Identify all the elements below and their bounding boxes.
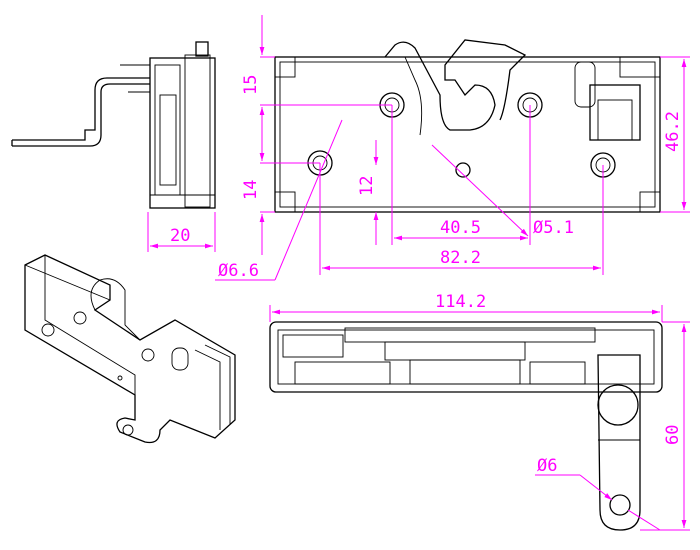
side-view xyxy=(11,41,216,209)
dim-side-depth: 20 xyxy=(147,212,216,252)
isometric-view xyxy=(24,254,236,444)
dim-label-small-hole-diameter: Ø5.1 xyxy=(533,218,574,238)
dim-label-bracket-height: 60 xyxy=(663,425,683,445)
bottom-view xyxy=(269,321,663,531)
bottom-dimensions: 114.2 60 Ø6 xyxy=(269,292,690,531)
dim-label-mount-hole-diameter: Ø6.6 xyxy=(218,261,259,281)
dim-label-front-total-height: 46.2 xyxy=(663,111,683,152)
dim-label-hole-spacing-lower: 82.2 xyxy=(440,248,481,268)
dim-label-side-depth: 20 xyxy=(170,226,190,246)
dim-label-hole-spacing-upper: 40.5 xyxy=(440,218,481,238)
dim-label-front-height-top: 15 xyxy=(241,75,261,95)
dim-label-bottom-total-length: 114.2 xyxy=(435,292,486,312)
front-view xyxy=(274,39,661,213)
front-dimensions: 15 14 46.2 12 40.5 Ø5.1 82.2 Ø6.6 xyxy=(215,15,690,281)
dim-label-slot-height: 12 xyxy=(357,176,377,196)
dim-label-bracket-hole-diameter: Ø6 xyxy=(537,456,557,476)
dim-label-front-height-bottom: 14 xyxy=(241,180,261,200)
